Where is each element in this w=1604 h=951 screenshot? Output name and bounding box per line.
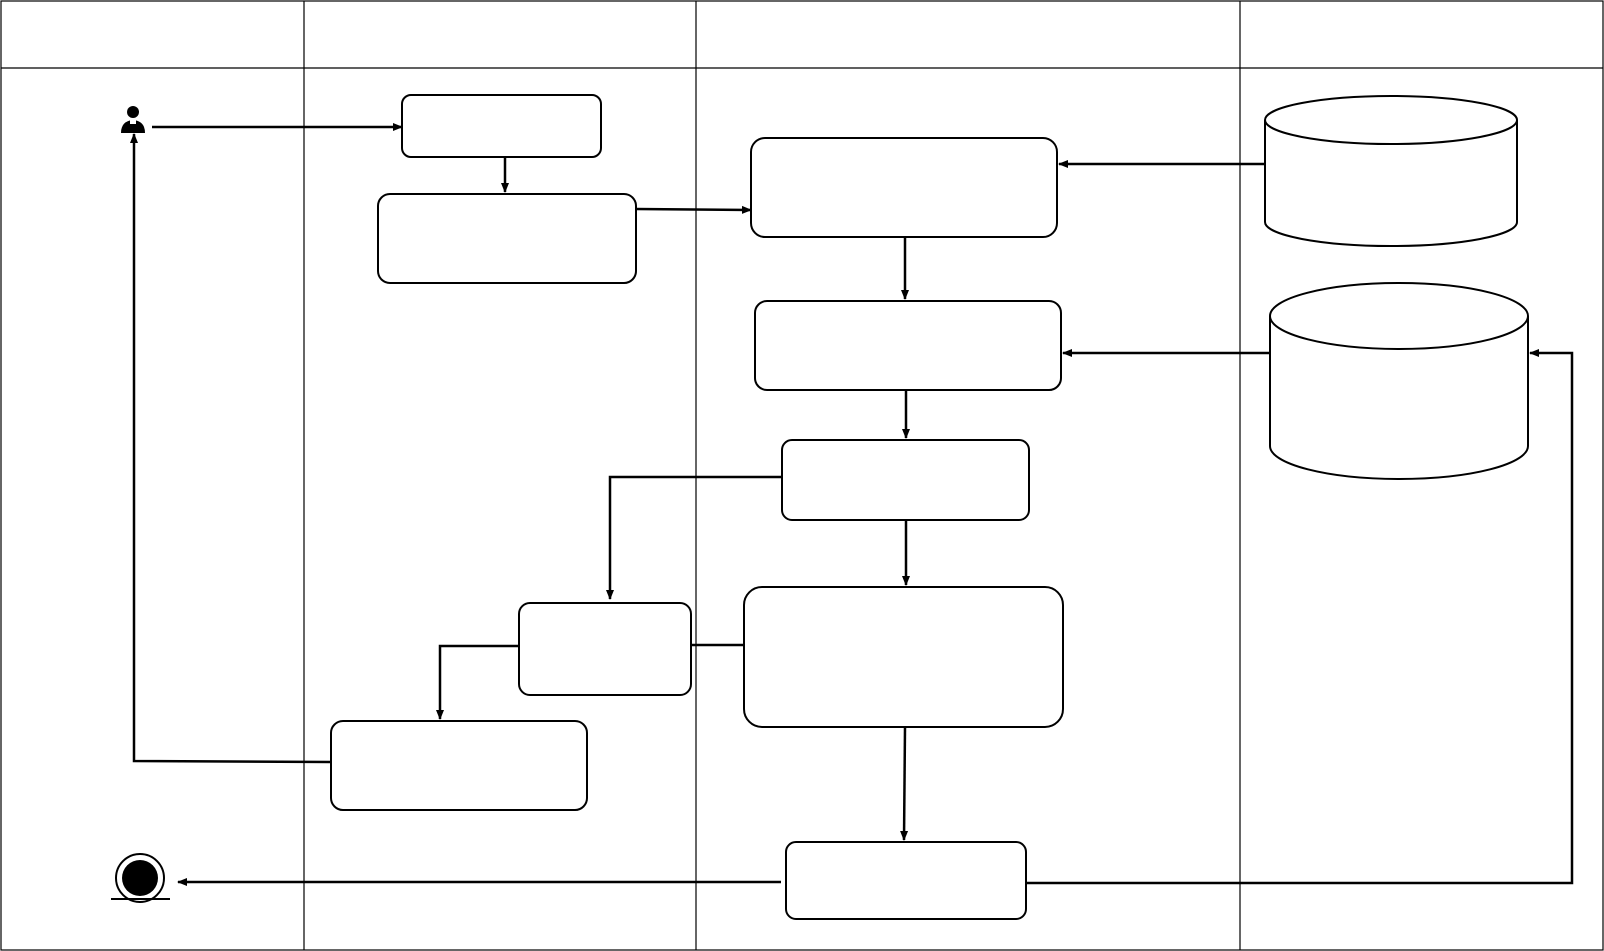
- activity-nodes: [330, 94, 1064, 920]
- database-2: [1269, 282, 1529, 480]
- arrow-n7-to-n8: [436, 644, 519, 720]
- activity-node-8: [330, 720, 588, 811]
- arrow-n9-to-db2: [1026, 349, 1574, 885]
- end-node: [111, 853, 170, 903]
- database-1: [1264, 95, 1518, 247]
- connectors: [130, 123, 1574, 886]
- activity-node-7: [518, 602, 692, 696]
- activity-node-1: [401, 94, 602, 158]
- activity-node-3: [750, 137, 1058, 238]
- activity-node-9: [785, 841, 1027, 920]
- activity-node-5: [781, 439, 1030, 521]
- arrow-n5-to-n7: [606, 475, 782, 600]
- activity-node-2: [377, 193, 637, 284]
- arrow-n8-to-actor: [130, 133, 332, 764]
- activity-node-6: [743, 586, 1064, 728]
- actor-icon: [121, 106, 145, 133]
- arrow-n6-to-n9: [900, 726, 909, 841]
- arrow-n2-to-n3: [635, 205, 752, 214]
- activity-node-4: [754, 300, 1062, 391]
